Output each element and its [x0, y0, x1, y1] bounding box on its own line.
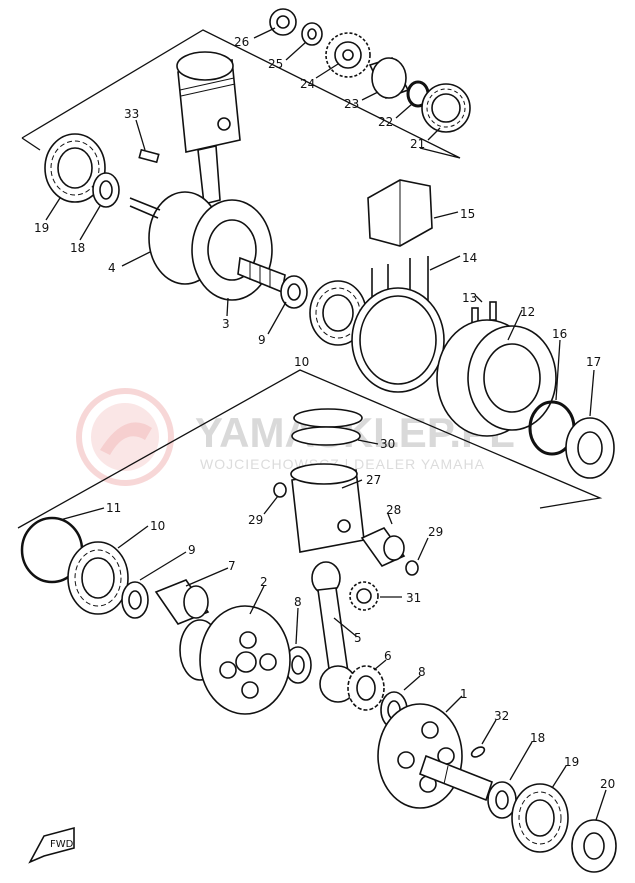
- connecting-rod-5: [311, 561, 357, 703]
- big-end-bearing-6: [347, 665, 385, 711]
- bearing-19-upper: [44, 133, 106, 203]
- callout-20: 20: [600, 777, 615, 791]
- callout-31: 31: [406, 591, 421, 605]
- leader-lines: [45, 27, 607, 821]
- callout-10-upper: 10: [294, 355, 309, 369]
- crankshaft-half-1: [377, 703, 493, 809]
- woodruff-key-33: [138, 148, 160, 164]
- callout-13: 13: [462, 291, 477, 305]
- callout-17: 17: [586, 355, 601, 369]
- callout-33: 33: [124, 107, 139, 121]
- callout-2: 2: [260, 575, 268, 589]
- washer-18-upper: [92, 172, 120, 208]
- callout-11: 11: [106, 501, 121, 515]
- crankcase-cover-12: [436, 319, 557, 437]
- piston-27: [290, 463, 365, 553]
- callout-28: 28: [386, 503, 401, 517]
- crankshaft-half-2: [179, 605, 291, 715]
- callout-7: 7: [228, 559, 236, 573]
- piston-rings-30: [291, 408, 363, 446]
- oil-seal-17: [565, 417, 615, 479]
- callout-18-lower: 18: [530, 731, 545, 745]
- transfer-port-block-15: [367, 179, 433, 247]
- watermark-logo-icon: [76, 388, 174, 486]
- washer-9-upper: [280, 275, 308, 309]
- gasket-ring-14: [351, 287, 445, 393]
- forward-label: FWD: [50, 839, 74, 850]
- callout-3: 3: [222, 317, 230, 331]
- callout-9-upper: 9: [258, 333, 266, 347]
- bearing-10-lower: [67, 541, 129, 615]
- callout-19-lower: 19: [564, 755, 579, 769]
- piston-clip-29-right: [405, 560, 419, 576]
- callout-27: 27: [366, 473, 381, 487]
- watermark-subtitle: WOJCIECHOWSCZ | DEALER YAMAHA: [200, 456, 485, 472]
- callout-8-right: 8: [418, 665, 426, 679]
- forward-arrow-icon: FWD: [28, 826, 75, 864]
- washer-9-lower: [121, 581, 149, 619]
- small-end-bearing-31: [349, 581, 379, 611]
- callout-21: 21: [410, 137, 425, 151]
- callout-26: 26: [234, 35, 249, 49]
- callout-5: 5: [354, 631, 362, 645]
- callout-6: 6: [384, 649, 392, 663]
- callout-4: 4: [108, 261, 116, 275]
- callout-15: 15: [460, 207, 475, 221]
- callout-24: 24: [300, 77, 315, 91]
- callout-29-right: 29: [428, 525, 443, 539]
- washer-25: [301, 22, 323, 46]
- upper-assembly-frame: [21, 29, 461, 159]
- crank-pin-7: [154, 579, 210, 625]
- callout-9-lower: 9: [188, 543, 196, 557]
- callout-16: 16: [552, 327, 567, 341]
- callout-12: 12: [520, 305, 535, 319]
- callout-19-upper: 19: [34, 221, 49, 235]
- callouts: 26 25 24 23 22 21 33 19 18 4 3 9 10 15 1…: [34, 35, 615, 791]
- piston-clip-29-left: [273, 482, 287, 498]
- callout-32: 32: [494, 709, 509, 723]
- callout-18-upper: 18: [70, 241, 85, 255]
- washer-18-lower: [487, 781, 517, 819]
- woodruff-key-32: [470, 746, 486, 758]
- callout-30: 30: [380, 437, 395, 451]
- callout-22: 22: [378, 115, 393, 129]
- spacer-collar-23: [368, 57, 410, 99]
- primary-drive-gear-24: [325, 32, 371, 78]
- piston-pin-28: [360, 526, 406, 568]
- bearing-21: [421, 83, 471, 133]
- callout-8-left: 8: [294, 595, 302, 609]
- callout-23: 23: [344, 97, 359, 111]
- crankshaft-left-3: [191, 199, 286, 301]
- connecting-rod-upper: [197, 145, 221, 205]
- callout-25: 25: [268, 57, 283, 71]
- callout-10-lower: 10: [150, 519, 165, 533]
- bearing-19-lower: [511, 783, 569, 853]
- callout-14: 14: [462, 251, 477, 265]
- callout-1: 1: [460, 687, 468, 701]
- oil-seal-26: [269, 8, 297, 36]
- callout-29-left: 29: [248, 513, 263, 527]
- lower-assembly-frame: [17, 369, 603, 529]
- piston-upper: [176, 51, 241, 153]
- oil-seal-20: [571, 819, 617, 873]
